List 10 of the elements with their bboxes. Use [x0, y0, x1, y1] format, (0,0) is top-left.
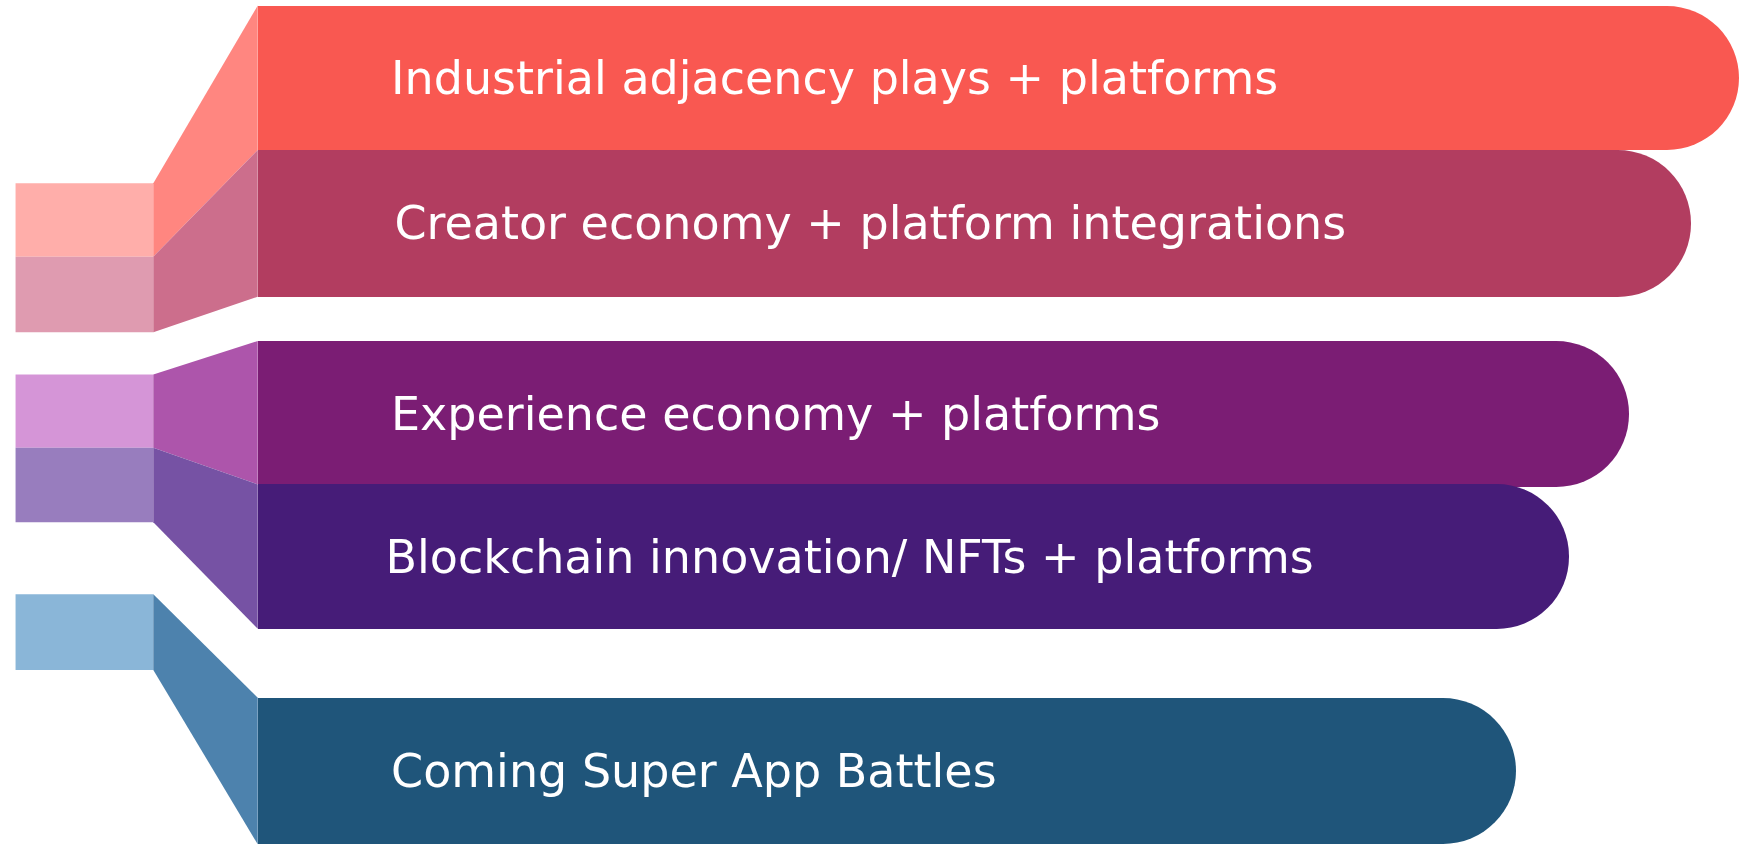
banner-label: Industrial adjacency plays + platforms — [391, 50, 1279, 105]
banner-label: Creator economy + platform integrations — [394, 196, 1347, 251]
banner — [257, 341, 1629, 487]
banner — [257, 5, 1739, 150]
banner-label: Blockchain innovation/ NFTs + platforms — [385, 529, 1314, 584]
banner-label: Experience economy + platforms — [391, 386, 1161, 441]
banner — [257, 149, 1691, 297]
banner — [257, 484, 1569, 629]
banner-label: Coming Super App Battles — [391, 744, 997, 798]
banner — [257, 697, 1517, 844]
